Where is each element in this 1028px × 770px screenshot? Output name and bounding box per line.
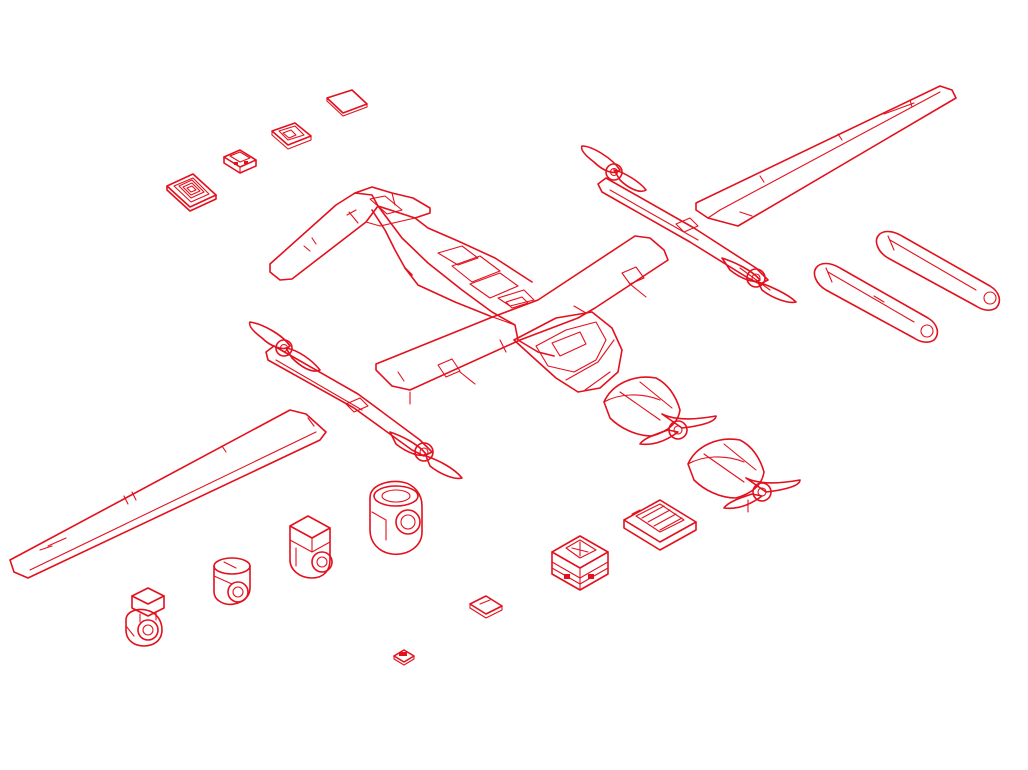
circuit-module-2 — [223, 149, 257, 174]
circuit-module-1 — [166, 173, 217, 212]
tail-boom-upper — [269, 186, 431, 281]
camera-gimbal-2 — [213, 557, 251, 606]
circuit-module-3 — [271, 122, 312, 150]
nose-cone — [513, 311, 623, 393]
small-connector-2 — [393, 649, 415, 666]
camera-gimbal-3 — [289, 515, 333, 579]
right-rotor-boom — [580, 145, 797, 304]
left-wing — [9, 409, 327, 579]
right-wing — [695, 85, 957, 227]
power-board — [623, 499, 697, 551]
circuit-module-4 — [326, 89, 368, 117]
camera-gimbal-4 — [369, 480, 423, 556]
small-connector-1 — [469, 595, 503, 619]
main-wing — [375, 235, 669, 405]
fuselage — [371, 205, 555, 357]
left-rotor-boom — [248, 321, 463, 480]
tail-boom-lower — [813, 262, 939, 343]
flight-controller-block — [551, 535, 609, 591]
front-motor-pod-lower — [687, 438, 801, 513]
tail-boom-upper-right — [875, 230, 1001, 311]
front-motor-pod-upper — [603, 376, 717, 446]
camera-gimbal-1 — [125, 587, 165, 647]
